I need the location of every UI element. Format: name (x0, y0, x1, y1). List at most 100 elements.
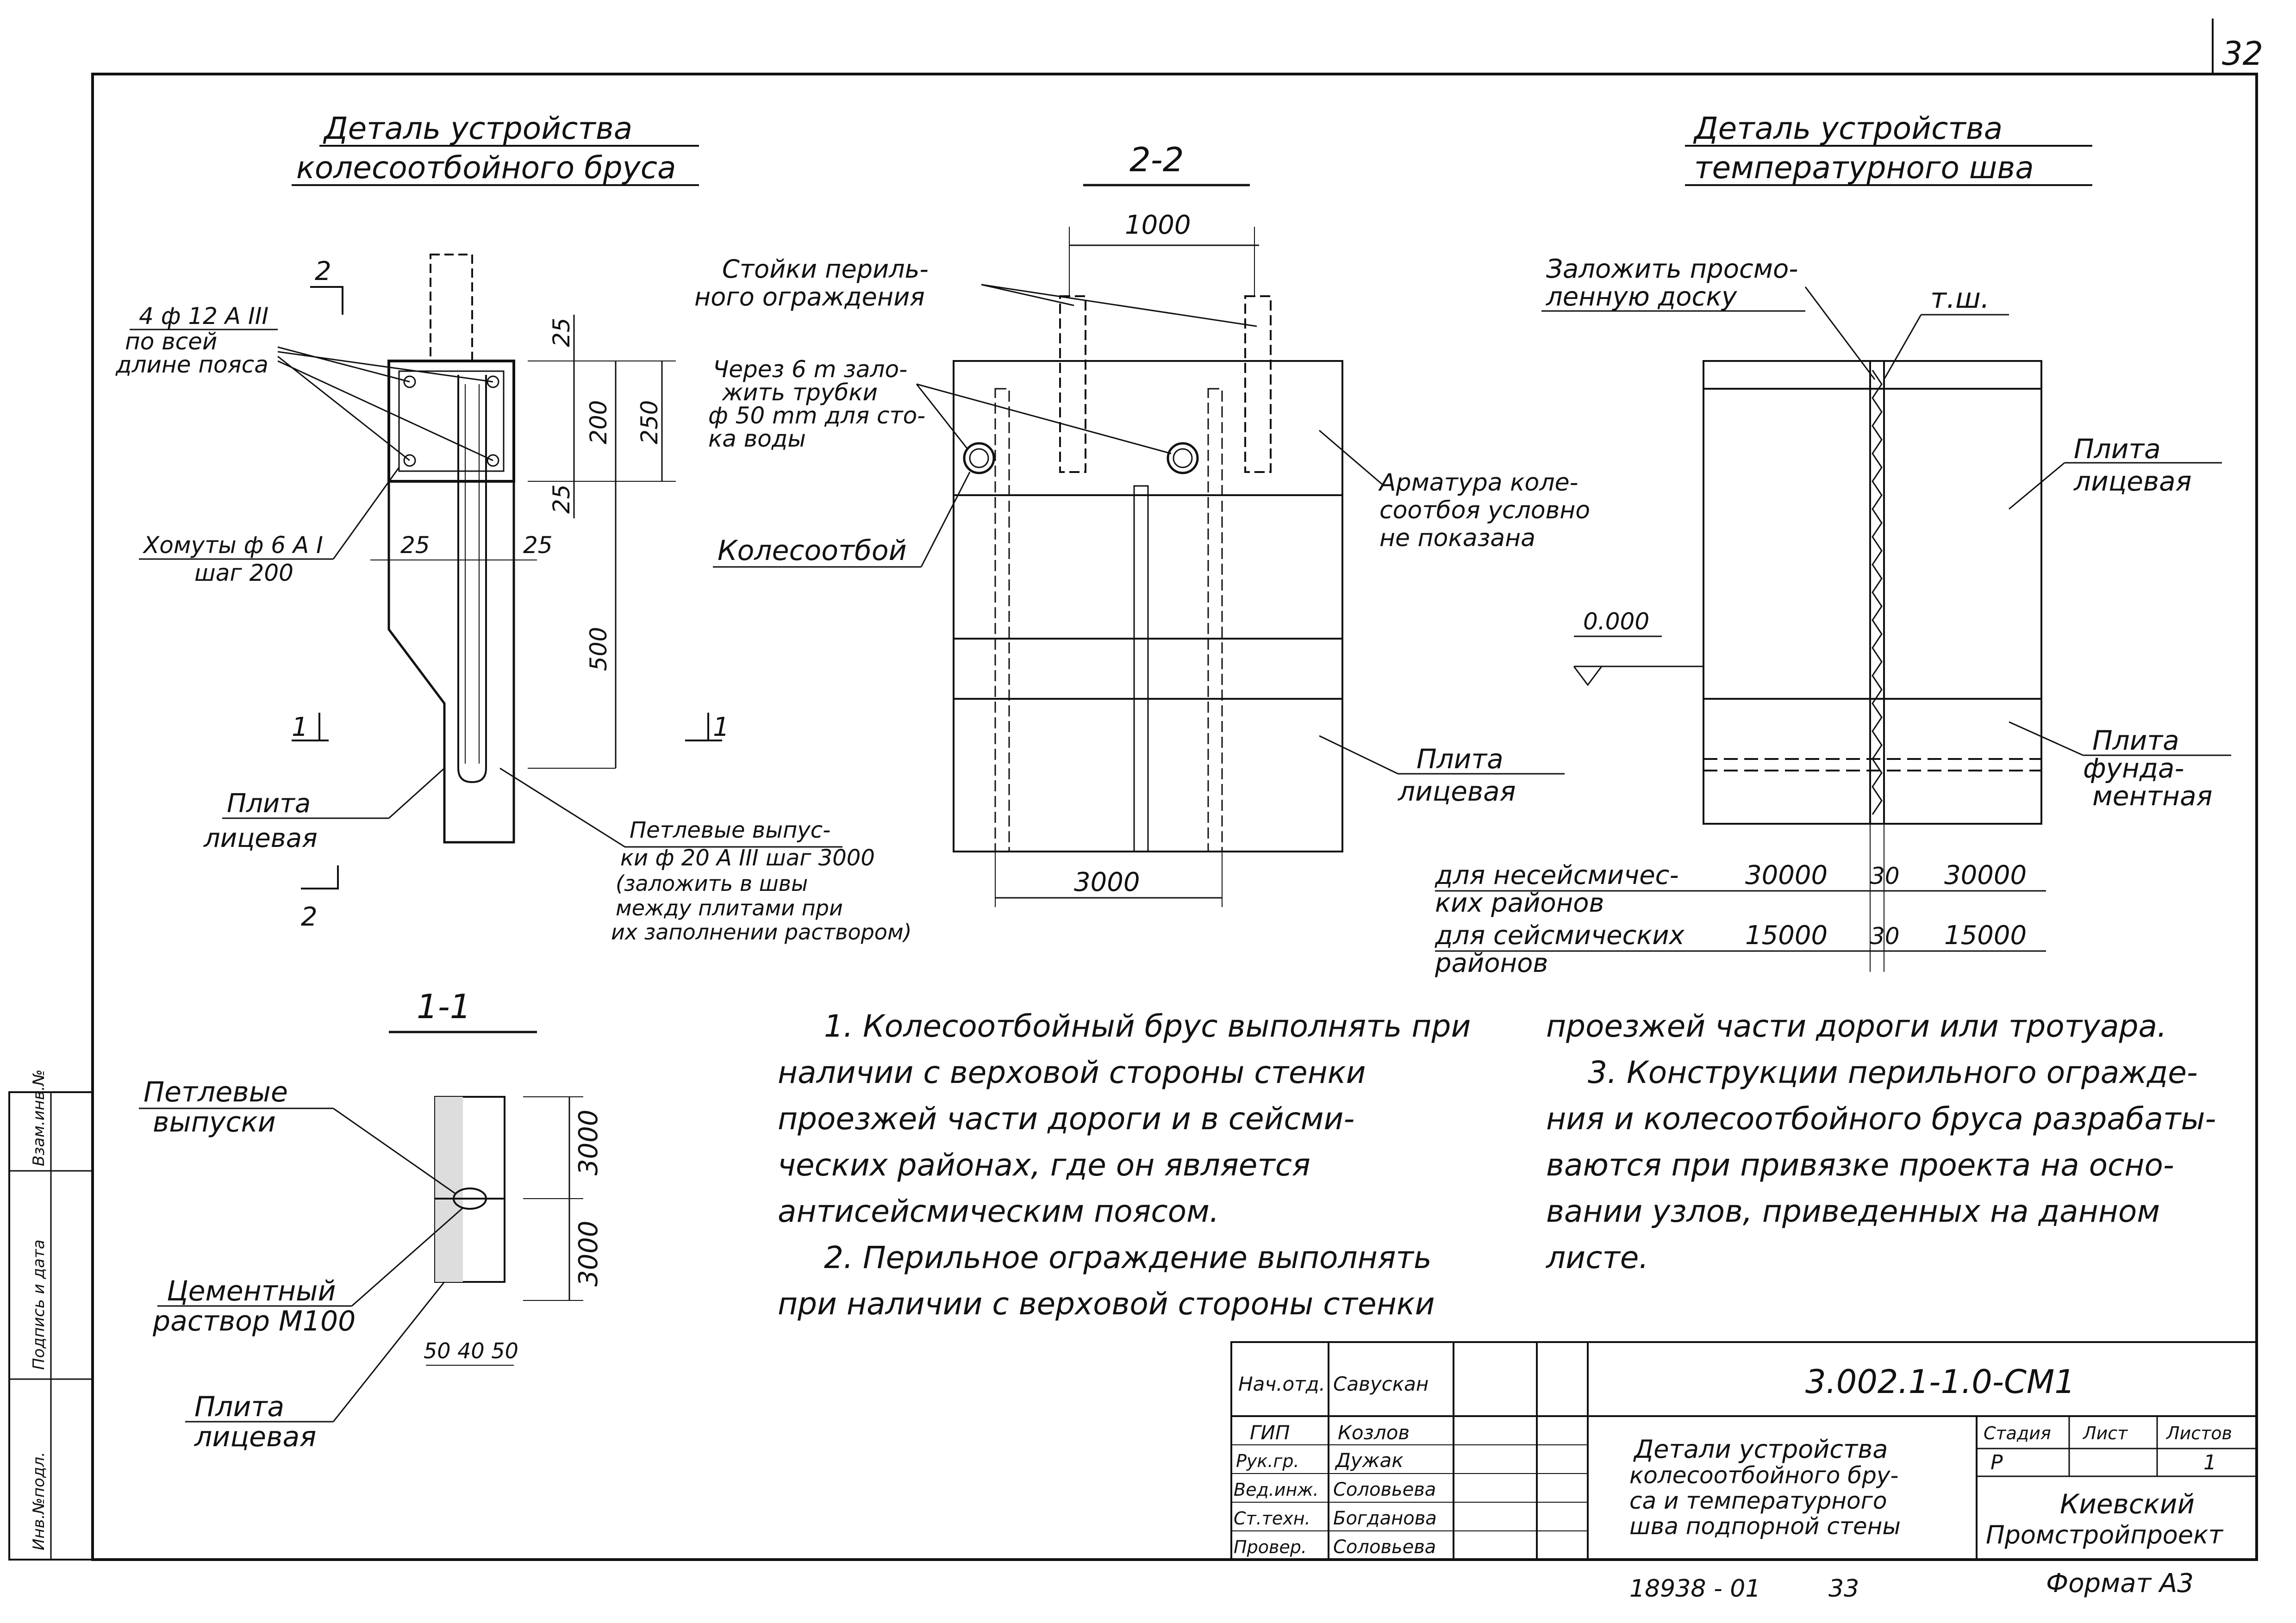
dim-25-right: 25 (523, 532, 553, 559)
rebar-note-1: 4 ф 12 A III (139, 303, 268, 330)
seismic-1: для сейсмических (1435, 920, 1685, 951)
tb-name-0: Савускан (1333, 1373, 1429, 1395)
pipes-note-2: жить трубки (722, 379, 878, 406)
section-2-2: 2-2 1000 3000 Стойки периль- ного огражд… (694, 140, 1590, 907)
pipes-note-1: Через 6 m зало- (713, 356, 907, 383)
section-1-1: 1-1 3000 3000 50 40 50 Петлевые выпуски … (139, 987, 604, 1453)
s11-loop-label-2: выпуски (153, 1106, 276, 1138)
tb-code: 3.002.1-1.0-СМ1 (1805, 1363, 2075, 1401)
loop-note-1: Петлевые выпус- (630, 817, 830, 843)
note-line-7: при наличии с верховой стороны стенки (778, 1286, 1435, 1322)
title-block: Нач.отд. Савускан ГИП Козлов Рук.гр. Дуж… (1230, 1341, 2258, 1561)
tb-desc-4: шва подпорной стены (1629, 1513, 1901, 1540)
wheel-guard-label: Колесоотбой (718, 535, 907, 567)
bar-plate-label-2: лицевая (203, 823, 318, 853)
tb-role-2: Рук.гр. (1236, 1451, 1299, 1471)
section-mark-2-bottom: 2 (301, 902, 318, 932)
tb-sheets: 1 (2203, 1451, 2216, 1474)
tb-name-4: Богданова (1333, 1508, 1437, 1529)
nonseismic-left: 30000 (1745, 860, 1828, 890)
posts-note-2: ного ограждения (694, 282, 925, 311)
tb-role-3: Вед.инж. (1234, 1480, 1319, 1500)
detail-wheel-guard: Деталь устройства колесоотбойного бруса … (115, 111, 912, 945)
s11-loop-label-1: Петлевые (144, 1076, 288, 1108)
rebar-hidden-note-3: не показана (1379, 524, 1535, 552)
note-line-5: антисейсмическим поясом. (778, 1194, 1219, 1229)
pipes-note-3: ф 50 mm для сто- (708, 402, 925, 429)
loop-note-5: их заполнении раствором) (611, 920, 912, 945)
joint-face-plate-2: лицевая (2073, 466, 2192, 497)
joint-face-plate-1: Плита (2074, 433, 2161, 465)
tb-desc-1: Детали устройства (1633, 1435, 1888, 1464)
tb-role-0: Нач.отд. (1238, 1373, 1325, 1395)
posts-note-1: Стойки периль- (722, 255, 929, 284)
section-1-1-title: 1-1 (417, 987, 471, 1026)
tb-sheet-header: Лист (2082, 1423, 2128, 1443)
s11-mortar-label-2: раствор M100 (152, 1305, 356, 1337)
note-line-1: 1. Колесоотбойный брус выполнять при (824, 1008, 1471, 1044)
seismic-2: районов (1435, 948, 1548, 978)
tb-role-5: Провер. (1234, 1537, 1307, 1557)
joint-label: т.ш. (1930, 282, 1990, 315)
section-mark-1-right: 1 (713, 712, 730, 742)
tb-org-1: Киевский (2060, 1488, 2195, 1520)
rebar-note-3: длине пояса (115, 351, 268, 378)
detail-joint-title-2: температурного шва (1694, 150, 2034, 186)
tb-desc-2: колесоотбойного бру- (1629, 1462, 1898, 1489)
loop-note-3: (заложить в швы (616, 871, 808, 896)
s11-dim-bottom: 3000 (574, 1220, 604, 1287)
dim-1000: 1000 (1125, 210, 1191, 240)
general-notes: 1. Колесоотбойный брус выполнять при нал… (778, 1008, 2216, 1322)
s11-dim-row: 50 40 50 (424, 1338, 518, 1363)
stamp-replace-inv: Взам.инв.№ (30, 1070, 48, 1166)
section-mark-1-left: 1 (292, 712, 308, 742)
seismic-left: 15000 (1745, 920, 1828, 951)
note-line-10: ния и колесоотбойного бруса разрабаты- (1546, 1101, 2216, 1137)
s11-plate-label-2: лицевая (194, 1421, 316, 1453)
seismic-right: 15000 (1944, 920, 2027, 951)
side-stamp: Инв.№подл. Подпись и дата Взам.инв.№ (8, 1070, 94, 1561)
stamp-inv-number: Инв.№подл. (30, 1452, 48, 1550)
note-line-13: листе. (1545, 1240, 1648, 1275)
rebar-hidden-note-1: Арматура коле- (1378, 469, 1578, 497)
section-2-2-title: 2-2 (1129, 140, 1184, 179)
s11-dim-top: 3000 (574, 1109, 604, 1175)
pipes-note-4: ка воды (708, 425, 806, 452)
note-line-11: ваются при привязке проекта на осно- (1546, 1147, 2174, 1183)
archive-number: 18938 - 01 (1629, 1575, 1760, 1603)
stirrups-note-2: шаг 200 (194, 560, 293, 586)
foundation-plate-2: фунда- (2083, 752, 2184, 784)
tb-name-5: Соловьева (1333, 1536, 1436, 1558)
detail-bar-title-1: Деталь устройства (323, 111, 632, 146)
note-line-3: проезжей части дороги и в сейсми- (778, 1101, 1354, 1137)
s11-plate-label-1: Плита (194, 1391, 284, 1423)
tb-name-1: Козлов (1338, 1421, 1410, 1444)
tb-name-3: Соловьева (1333, 1479, 1436, 1500)
paper-format: Формат А3 (2046, 1568, 2194, 1598)
stirrups-note-1: Хомуты ф 6 A I (142, 532, 323, 559)
tb-stage-header: Стадия (1984, 1423, 2051, 1443)
section-mark-2-top: 2 (315, 256, 331, 286)
note-line-2: наличии с верховой стороны стенки (778, 1055, 1366, 1090)
sheet-number: 32 (2222, 35, 2263, 73)
detail-temperature-joint: Деталь устройства температурного шва Зал… (1435, 111, 2231, 978)
nonseismic-2: ких районов (1435, 888, 1604, 918)
tb-role-4: Ст.техн. (1234, 1508, 1310, 1529)
bar-plate-label-1: Плита (227, 789, 311, 819)
dim-3000: 3000 (1074, 867, 1140, 897)
loop-note-2: ки ф 20 A III шаг 3000 (620, 845, 875, 871)
s11-mortar-label-1: Цементный (167, 1275, 336, 1307)
dim-250: 250 (636, 400, 663, 444)
s22-plate-label-2: лицевая (1398, 776, 1516, 807)
nonseismic-gap: 30 (1870, 863, 1900, 889)
rebar-hidden-note-2: соотбоя условно (1379, 497, 1590, 524)
dim-25-left: 25 (400, 532, 430, 559)
dim-500: 500 (585, 627, 612, 671)
foundation-plate-1: Плита (2092, 725, 2179, 756)
loop-note-4: между плитами при (616, 895, 843, 920)
note-line-12: вании узлов, приведенных на данном (1546, 1194, 2160, 1229)
rebar-note-2: по всей (125, 328, 217, 355)
dim-25-top: 25 (548, 317, 575, 347)
drawing-frame (91, 73, 2258, 1561)
